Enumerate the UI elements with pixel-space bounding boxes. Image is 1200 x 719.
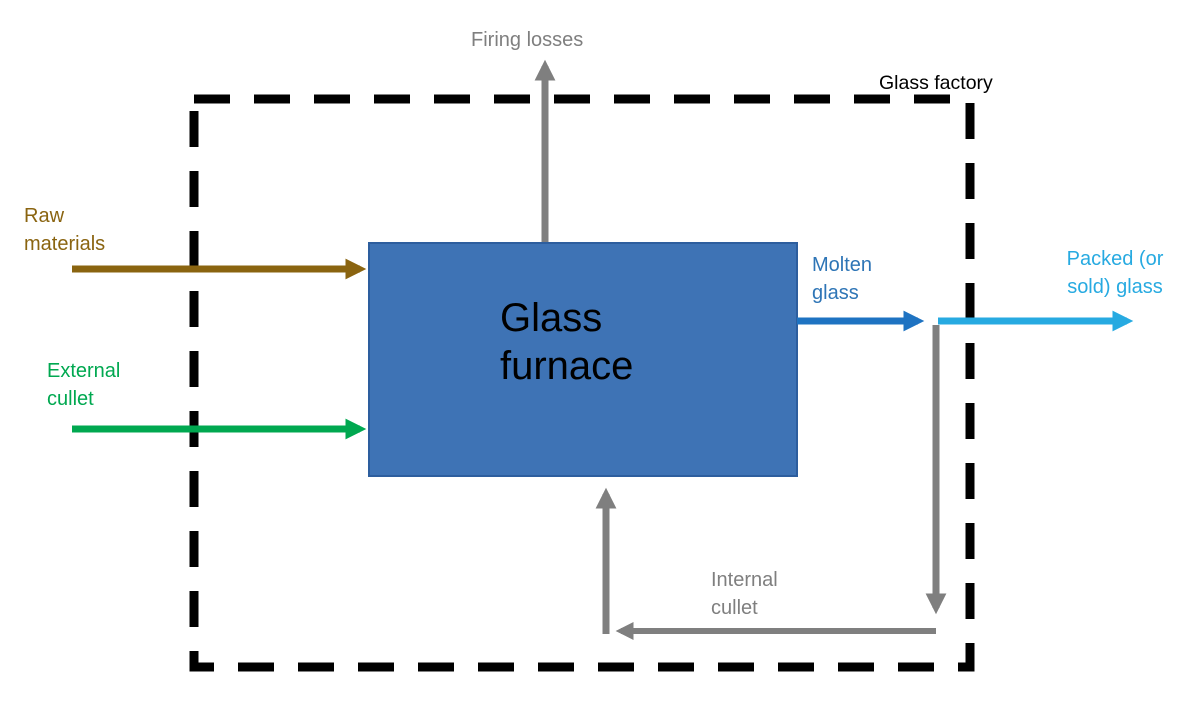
glass-furnace-label: Glass furnace bbox=[500, 296, 634, 388]
factory-boundary-box bbox=[189, 94, 975, 672]
glass-furnace-box bbox=[368, 242, 798, 477]
internal-cullet-label: Internal cullet bbox=[711, 569, 778, 619]
raw-materials-label: Raw materials bbox=[24, 205, 106, 255]
packed-glass-label: Packed (or sold) glass bbox=[1066, 248, 1164, 298]
firing-losses-label: Firing losses bbox=[471, 29, 584, 51]
molten-glass-label: Molten glass bbox=[812, 254, 873, 304]
factory-boundary-label: Glass factory bbox=[879, 72, 993, 94]
external-cullet-label: External cullet bbox=[47, 360, 121, 410]
